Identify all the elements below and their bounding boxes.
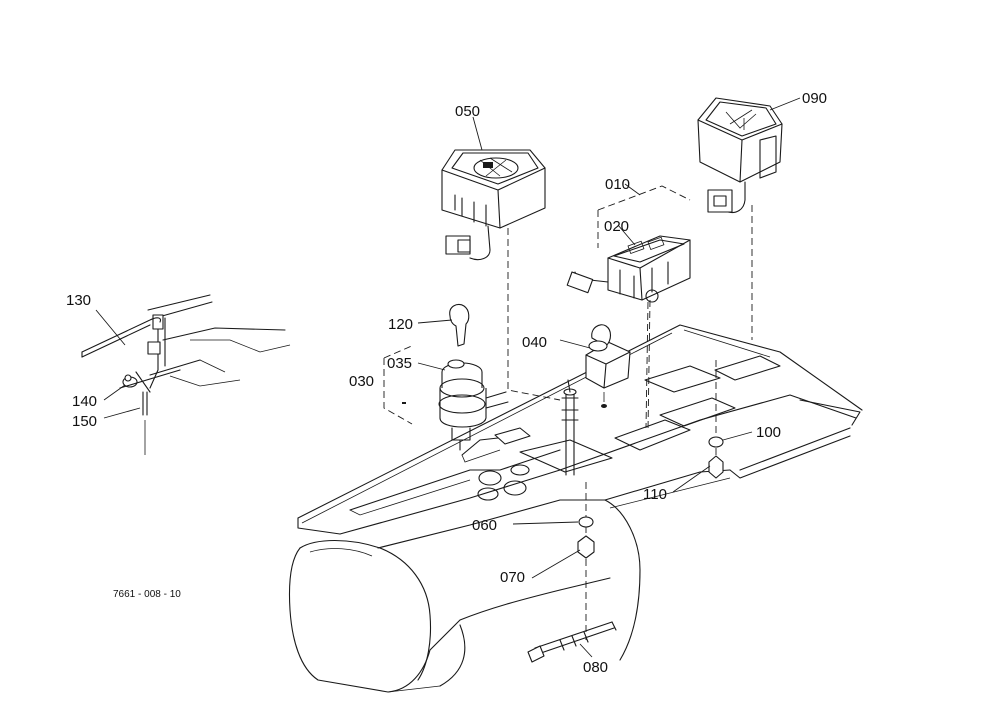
label-035: 035 (387, 355, 412, 372)
label-050: 050 (455, 103, 480, 120)
label-070: 070 (500, 569, 525, 586)
label-130: 130 (66, 292, 91, 309)
label-020: 020 (604, 218, 629, 235)
label-120: 120 (388, 316, 413, 333)
label-080: 080 (583, 659, 608, 676)
label-150: 150 (72, 413, 97, 430)
meter-050 (441, 149, 546, 261)
part-labels: 050 090 010 020 120 040 035 030 130 140 … (66, 90, 827, 676)
label-100: 100 (756, 424, 781, 441)
label-040: 040 (522, 334, 547, 351)
alignment-lines (507, 205, 753, 429)
indicator-panel (566, 185, 691, 431)
drawing-code: 7661 - 008 - 10 (113, 589, 181, 600)
label-140: 140 (72, 393, 97, 410)
ignition-switch (383, 303, 509, 451)
throttle-bracket (81, 294, 291, 455)
cable-assembly (527, 360, 724, 663)
label-060: 060 (472, 517, 497, 534)
panel-body (288, 324, 863, 693)
label-010: 010 (605, 176, 630, 193)
label-090: 090 (802, 90, 827, 107)
leader-lines (95, 97, 801, 658)
label-030: 030 (349, 373, 374, 390)
label-110: 110 (643, 486, 667, 503)
meter-090 (697, 97, 783, 214)
key-switch-040 (585, 324, 631, 408)
